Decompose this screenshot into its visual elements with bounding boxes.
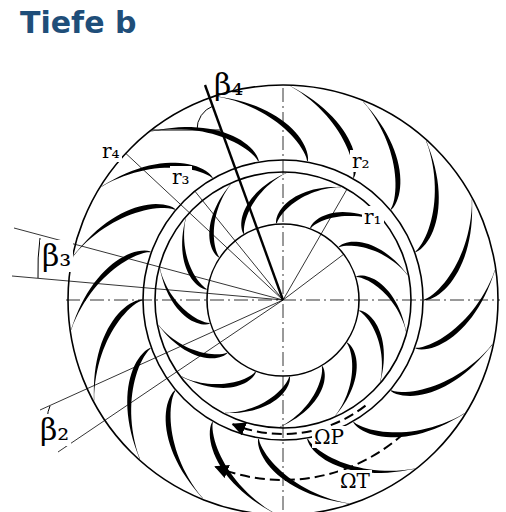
radius-label: r₁: [362, 206, 384, 228]
turbine-blade: [71, 251, 151, 331]
turbine-blade: [166, 390, 204, 498]
speed-label: ΩT: [338, 470, 372, 492]
speed-label: ΩP: [312, 426, 346, 448]
angle-label: β₄: [214, 70, 243, 100]
angle-label: β₃: [40, 240, 73, 272]
angle-line: [40, 300, 283, 410]
turbine-blade: [94, 300, 142, 401]
radius-line: [126, 153, 283, 300]
angle-line: [14, 228, 283, 300]
angle-line: [12, 276, 283, 300]
radius-label: r₃: [170, 166, 192, 188]
turbine-blade: [415, 141, 438, 252]
angle-label: β₂: [38, 414, 71, 446]
angle-arc: [197, 106, 213, 130]
turbine-blade: [391, 344, 493, 396]
pump-blade: [359, 310, 384, 382]
turbine-blade: [290, 86, 356, 178]
pump-blade: [356, 275, 406, 331]
turbine-blade: [424, 199, 472, 300]
radius-label: r₄: [100, 140, 122, 162]
title: Tiefe b: [20, 8, 136, 38]
reference-line: [152, 129, 222, 130]
angle-line: [205, 85, 283, 300]
turbine-blade: [353, 413, 465, 437]
turbine-blade: [415, 270, 495, 350]
rotation-arrow: [216, 434, 404, 480]
turbine-blade: [151, 127, 259, 161]
ring-circle: [68, 85, 498, 512]
radius-line: [283, 254, 344, 300]
radius-label: r₂: [350, 150, 372, 172]
turbine-blade: [127, 348, 150, 459]
pump-blade: [160, 268, 210, 324]
radius-line: [195, 191, 283, 300]
turbine-blade: [210, 422, 276, 512]
radius-line: [283, 189, 347, 300]
pump-blade: [339, 242, 408, 276]
pump-blade: [279, 366, 324, 427]
pump-blade: [182, 372, 256, 388]
turbine-blade: [101, 163, 213, 187]
pump-blade: [209, 184, 231, 258]
pump-blade: [335, 342, 357, 416]
